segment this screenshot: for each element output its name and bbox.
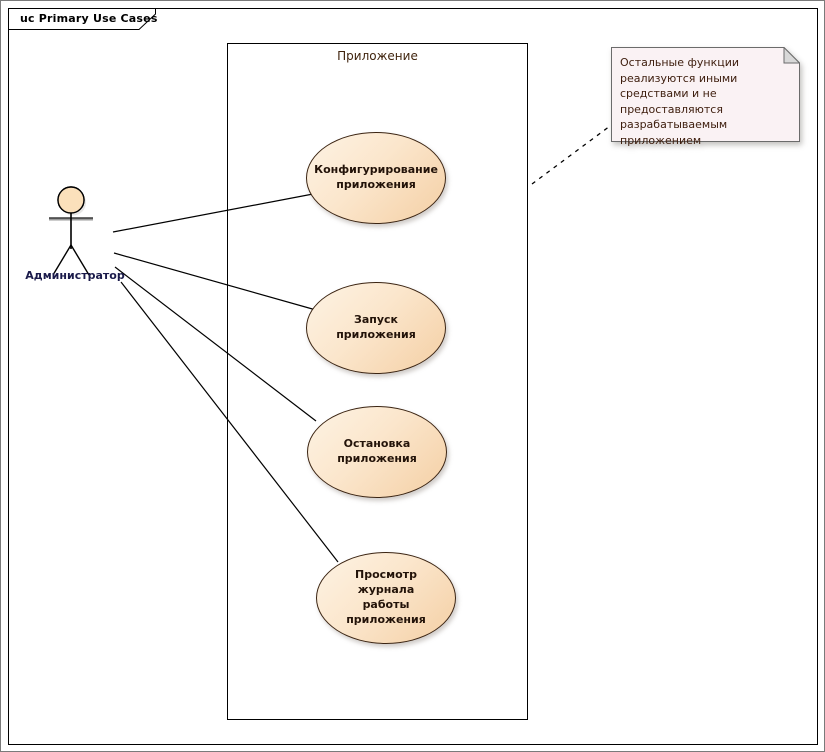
- use-case-label: Просмотр журнала работы приложения: [346, 568, 426, 626]
- use-case-stop[interactable]: Остановка приложения: [307, 406, 447, 498]
- use-case-configure[interactable]: Конфигурирование приложения: [306, 132, 446, 224]
- diagram-frame-tab: uc Primary Use Cases: [8, 8, 158, 30]
- note-shape-icon: [611, 46, 801, 142]
- use-case-view-log[interactable]: Просмотр журнала работы приложения: [316, 552, 456, 644]
- actor-label: Администратор: [25, 269, 125, 282]
- use-case-label: Запуск приложения: [336, 313, 416, 341]
- use-case-label: Остановка приложения: [337, 437, 417, 465]
- frame-tab-shape-icon: [8, 8, 156, 30]
- frame-title: uc Primary Use Cases: [20, 12, 158, 25]
- note-text: Остальные функции реализуются иными сред…: [620, 56, 740, 148]
- note-comment[interactable]: Остальные функции реализуются иными сред…: [611, 46, 801, 147]
- diagram-frame: [8, 8, 818, 745]
- actor-administrator[interactable]: [41, 183, 103, 283]
- use-case-start[interactable]: Запуск приложения: [306, 282, 446, 374]
- system-boundary-label: Приложение: [337, 49, 418, 63]
- stick-figure-actor-icon: [49, 186, 93, 276]
- use-case-label: Конфигурирование приложения: [314, 163, 438, 191]
